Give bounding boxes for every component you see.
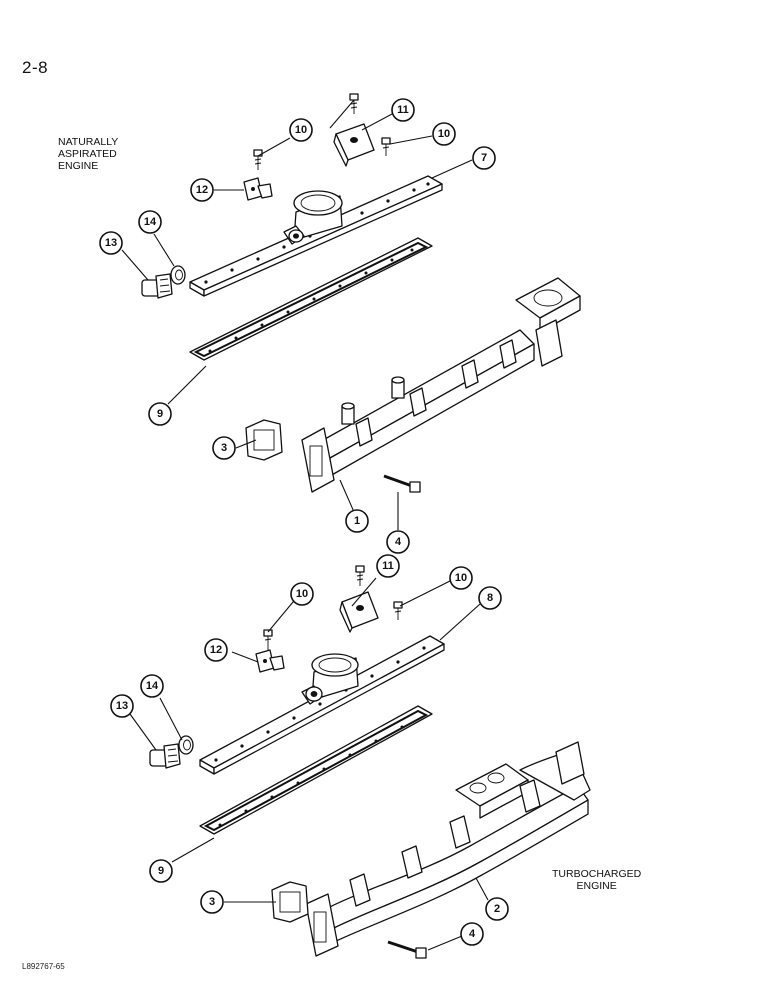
- cap-screw-4: [387, 940, 427, 959]
- bolt-10: [263, 629, 273, 650]
- flange-gasket-3: [245, 419, 283, 461]
- callout-label: 4: [469, 928, 476, 940]
- caption-line: TURBOCHARGED: [552, 868, 642, 880]
- callout-label: 8: [487, 592, 493, 604]
- callout-label: 4: [395, 536, 402, 548]
- caption-line: ASPIRATED: [58, 148, 117, 160]
- bracket-11: [339, 591, 379, 633]
- callout-label: 14: [144, 216, 157, 228]
- callout-label: 10: [296, 588, 308, 600]
- bottom-assembly: 11 10 10 8 12 14 13 9 3 2 4: [110, 554, 591, 959]
- callout-14: 14: [138, 210, 162, 234]
- bracket-12: [243, 177, 273, 201]
- callout-label: 11: [382, 560, 394, 572]
- drawing-code: L892767-65: [22, 962, 65, 971]
- callout-9: 9: [148, 402, 172, 426]
- caption-turbocharged: TURBOCHARGED ENGINE: [552, 868, 641, 892]
- callout-label: 7: [481, 152, 487, 164]
- callout-label: 10: [438, 128, 450, 140]
- bolt-10: [381, 137, 391, 156]
- callout-3: 3: [200, 890, 224, 914]
- exhaust-manifold-1: [301, 277, 581, 493]
- bolt-10: [393, 601, 403, 620]
- exhaust-manifold-2: [305, 741, 591, 957]
- bolt-10: [355, 565, 365, 586]
- callout-label: 9: [157, 408, 163, 420]
- manifold-cover-8: [199, 635, 445, 775]
- callout-10: 10: [289, 118, 313, 142]
- bolt-10: [253, 149, 263, 170]
- callout-12: 12: [190, 178, 214, 202]
- bracket-12: [255, 649, 285, 673]
- gasket-9: [199, 705, 433, 835]
- callout-label: 13: [116, 700, 128, 712]
- bolt-10: [349, 93, 359, 114]
- caption-line: ENGINE: [58, 160, 99, 172]
- page-number: 2-8: [22, 58, 49, 77]
- caption-naturally-aspirated: NATURALLY ASPIRATED ENGINE: [58, 136, 118, 172]
- callout-7: 7: [472, 146, 496, 170]
- callout-label: 12: [196, 184, 208, 196]
- manifold-cover-7: [189, 175, 443, 297]
- callout-label: 14: [146, 680, 159, 692]
- callout-10: 10: [449, 566, 473, 590]
- callout-label: 10: [455, 572, 467, 584]
- bracket-11: [333, 123, 375, 167]
- callout-14: 14: [140, 674, 164, 698]
- caption-line: NATURALLY: [58, 136, 119, 148]
- callout-1: 1: [345, 509, 369, 533]
- flange-gasket-3: [271, 881, 309, 923]
- callout-4: 4: [460, 922, 484, 946]
- callout-label: 3: [209, 896, 215, 908]
- plug-13: [149, 743, 181, 769]
- callout-label: 3: [221, 442, 227, 454]
- callout-3: 3: [212, 436, 236, 460]
- callout-9: 9: [149, 859, 173, 883]
- callout-10: 10: [432, 122, 456, 146]
- callout-label: 2: [494, 903, 500, 915]
- callout-label: 1: [354, 515, 360, 527]
- callout-8: 8: [478, 586, 502, 610]
- washer-14: [178, 735, 194, 755]
- top-assembly: 10 11 10 7 12 14 13 9 3 1 4: [99, 93, 581, 554]
- washer-14: [170, 265, 186, 285]
- cap-screw-4: [383, 474, 421, 493]
- callout-label: 10: [295, 124, 307, 136]
- callout-label: 9: [158, 865, 164, 877]
- caption-line: ENGINE: [576, 880, 617, 892]
- callout-13: 13: [99, 231, 123, 255]
- gasket-9: [189, 237, 433, 361]
- callout-13: 13: [110, 694, 134, 718]
- callout-11: 11: [376, 554, 400, 578]
- callout-12: 12: [204, 638, 228, 662]
- callout-label: 11: [397, 104, 409, 116]
- callout-4: 4: [386, 530, 410, 554]
- callout-10: 10: [290, 582, 314, 606]
- callout-2: 2: [485, 897, 509, 921]
- callout-label: 13: [105, 237, 117, 249]
- callout-label: 12: [210, 644, 222, 656]
- callout-11: 11: [391, 98, 415, 122]
- plug-13: [141, 273, 173, 299]
